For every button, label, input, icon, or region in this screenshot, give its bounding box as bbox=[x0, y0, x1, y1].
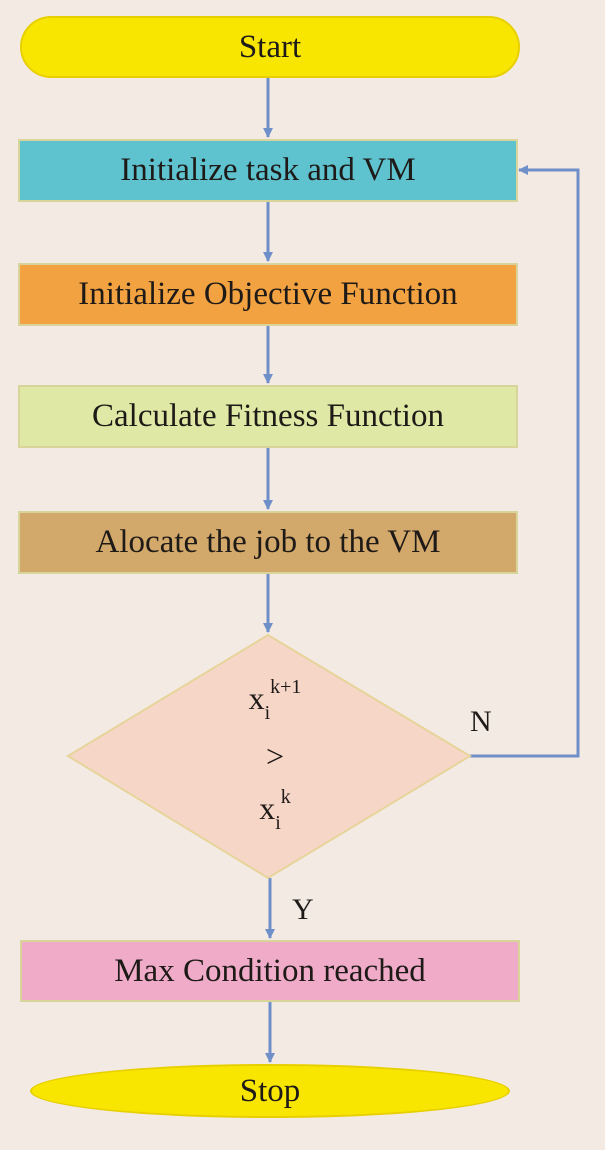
yes-branch-label: Y bbox=[292, 893, 314, 926]
arrow-no-loop bbox=[470, 165, 580, 758]
condition-bottom-term: xik bbox=[259, 786, 291, 834]
start-node: Start bbox=[20, 16, 520, 78]
decision-condition: xik+1 > xik bbox=[175, 640, 375, 860]
allocate-node: Alocate the job to the VM bbox=[18, 511, 518, 574]
stop-node: Stop bbox=[30, 1064, 510, 1118]
decision-diamond bbox=[66, 633, 472, 880]
max-condition-node: Max Condition reached bbox=[20, 940, 520, 1002]
objective-node: Initialize Objective Function bbox=[18, 263, 518, 326]
fitness-node: Calculate Fitness Function bbox=[18, 385, 518, 448]
initialize-task-node: Initialize task and VM bbox=[18, 139, 518, 202]
condition-top-term: xik+1 bbox=[248, 676, 302, 724]
condition-operator: > bbox=[265, 738, 285, 774]
no-branch-label: N bbox=[470, 705, 492, 738]
